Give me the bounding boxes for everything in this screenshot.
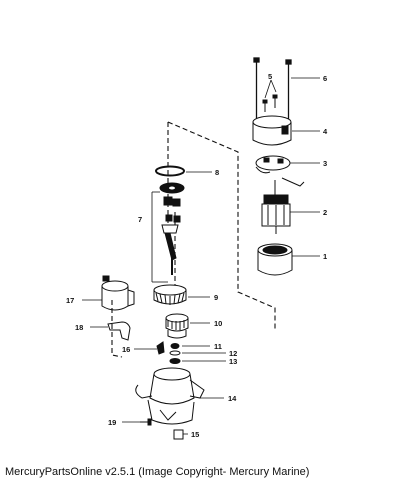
callout-2: 2 xyxy=(323,208,327,217)
callout-14: 14 xyxy=(228,394,237,403)
callout-17: 17 xyxy=(66,296,74,305)
callout-10: 10 xyxy=(214,319,222,328)
brush-plate xyxy=(255,155,305,187)
callout-5: 5 xyxy=(268,72,272,81)
assembly-guide-lines xyxy=(111,121,276,358)
small-rings xyxy=(169,343,181,364)
shift-lever xyxy=(156,341,165,355)
callout-6: 6 xyxy=(323,74,327,83)
callout-7: 7 xyxy=(138,215,142,224)
end-cap xyxy=(252,115,292,146)
drive-shaft-assembly xyxy=(159,182,185,275)
callout-15: 15 xyxy=(191,430,199,439)
callout-16: 16 xyxy=(122,345,130,354)
callout-8: 8 xyxy=(215,168,219,177)
housing-bolt xyxy=(140,418,152,426)
callout-13: 13 xyxy=(229,357,237,366)
ring-gear xyxy=(153,284,187,305)
callout-19: 19 xyxy=(108,418,116,427)
armature xyxy=(261,180,291,234)
callout-3: 3 xyxy=(323,159,327,168)
field-frame xyxy=(257,243,293,276)
callout-1: 1 xyxy=(323,252,327,261)
callout-18: 18 xyxy=(75,323,83,332)
callout-4: 4 xyxy=(323,127,328,136)
leader-lines xyxy=(82,77,320,435)
pinion-gear xyxy=(165,313,189,339)
exploded-parts-diagram: 1 2 3 4 5 6 7 8 9 10 11 12 13 14 15 16 1… xyxy=(66,57,328,440)
small-screws xyxy=(262,94,278,112)
o-ring xyxy=(155,165,185,177)
callout-12: 12 xyxy=(229,349,237,358)
callout-11: 11 xyxy=(214,342,222,351)
solenoid-bracket xyxy=(107,321,131,341)
callout-9: 9 xyxy=(214,293,218,302)
drive-housing xyxy=(135,367,205,425)
bushing xyxy=(173,429,184,440)
callout-labels: 1 2 3 4 5 6 7 8 9 10 11 12 13 14 15 16 1… xyxy=(66,72,328,439)
solenoid xyxy=(101,275,135,311)
image-caption: MercuryPartsOnline v2.5.1 (Image Copyrig… xyxy=(5,466,310,478)
long-bolts xyxy=(253,57,292,120)
